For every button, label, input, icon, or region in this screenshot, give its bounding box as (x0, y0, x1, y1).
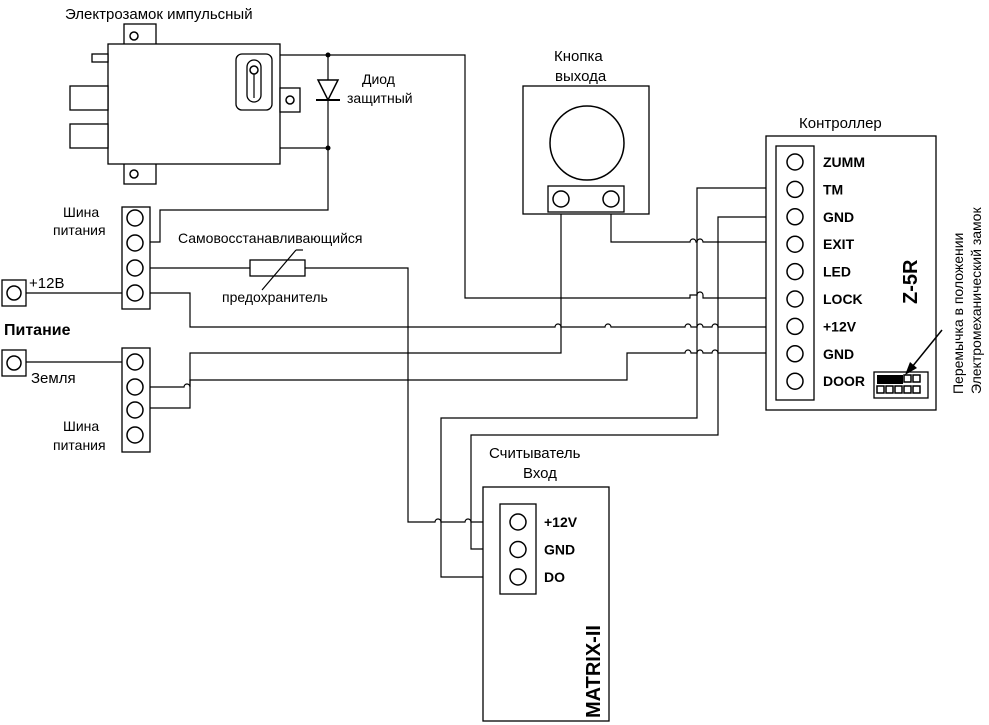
lock-side-tab-hole (285, 95, 295, 105)
bus-bottom-terminal-3 (126, 401, 144, 419)
bus-bottom-terminal-4 (126, 426, 144, 444)
bus-top-terminal-2 (126, 234, 144, 252)
bus-top-terminal-1 (126, 209, 144, 227)
diode-icon (316, 52, 340, 151)
exit-button-device (522, 85, 650, 215)
reader-pin-label-2: GND (544, 542, 575, 558)
reader-terminal-2 (509, 540, 527, 559)
wire-bus-bottom-to-controller-gnd (145, 349, 783, 409)
controller-pin-label-2: TM (823, 181, 843, 197)
power-bus-bottom (121, 347, 151, 453)
controller-pin-label-5: LED (823, 264, 851, 280)
wire-bus-bottom-to-exit-button (145, 203, 562, 388)
controller-terminal-1 (786, 153, 804, 171)
bus-bottom-terminal-2 (126, 378, 144, 396)
controller-pin-label-7: +12V (823, 318, 857, 334)
jumper-note-1: Перемычка в положении (950, 233, 966, 394)
diode-label-1: Диод (362, 71, 395, 87)
exit-button-terminal-right (602, 190, 620, 208)
reader-title-1: Считыватель (489, 445, 581, 462)
exit-button-terminal-left (552, 190, 570, 208)
lock-bolt-top (69, 85, 109, 111)
wires (24, 54, 783, 578)
controller-terminal-2 (786, 180, 804, 199)
exit-button-label-1: Кнопка (554, 48, 603, 65)
reader-terminal-3 (509, 568, 527, 586)
fuse-label-1: Самовосстанавливающийся (178, 230, 363, 246)
jumper-icon (873, 371, 929, 399)
lock-top-tab-hole (129, 31, 139, 41)
exit-button-label-2: выхода (555, 68, 607, 85)
supply-plus-label: +12В (29, 275, 64, 292)
controller-terminal-4 (786, 235, 804, 253)
controller-pin-label-9: DOOR (823, 373, 865, 389)
pointer-arrow-icon (905, 329, 943, 375)
reader-pins: +12V GND DO (509, 513, 578, 586)
controller-terminal-5 (786, 262, 804, 281)
controller-terminal-8 (786, 345, 804, 363)
reader-title-2: Вход (523, 465, 557, 482)
lock-pin (91, 53, 109, 63)
reader-terminal-1 (509, 513, 527, 531)
wire-controller-tm-to-reader-do (440, 187, 783, 578)
exit-button-cap (549, 105, 625, 181)
bus-bottom-label-2: питания (53, 437, 106, 453)
controller-pin-label-6: LOCK (823, 291, 863, 307)
lock-top-tab (123, 23, 157, 47)
controller-terminal-6 (786, 290, 804, 308)
wire-lock-to-controller-lock (280, 54, 783, 299)
power-supply (1, 279, 27, 377)
resettable-fuse-icon (249, 249, 306, 291)
bus-bottom-label-1: Шина (63, 418, 99, 434)
lock-bottom-tab (123, 161, 157, 185)
controller-pin-label-4: EXIT (823, 236, 855, 252)
bus-top-label-1: Шина (63, 204, 99, 220)
wire-controller-gnd-to-reader-gnd (470, 216, 783, 550)
controller-pin-label-1: ZUMM (823, 154, 865, 170)
key-cylinder-icon (246, 59, 262, 103)
lock-bolt-bottom (69, 123, 109, 149)
controller-pins: ZUMM TM GND EXIT LED LOCK +12V GND DOOR (786, 153, 865, 390)
reader-device: +12V GND DO (482, 486, 610, 722)
controller-terminal-9 (786, 372, 804, 390)
reader-pin-label-1: +12V (544, 514, 578, 530)
jumper-note-2: Электромеханический замок (968, 207, 984, 394)
fuse-label-2: предохранитель (222, 289, 328, 305)
wire-lock-to-bus-top (145, 147, 329, 243)
lock-title: Электрозамок импульсный (65, 6, 253, 23)
bus-top-label-2: питания (53, 222, 106, 238)
controller-pin-label-8: GND (823, 346, 854, 362)
controller-pin-label-3: GND (823, 209, 854, 225)
controller-device: ZUMM TM GND EXIT LED LOCK +12V GND DOOR (765, 135, 943, 411)
controller-terminal-7 (786, 317, 804, 336)
diode-label-2: защитный (347, 90, 413, 106)
supply-ground-label: Земля (31, 370, 76, 387)
bus-top-terminal-3 (126, 259, 144, 277)
reader-pin-label-3: DO (544, 569, 565, 585)
controller-terminal-3 (786, 208, 804, 226)
wire-exit-button-to-controller-exit (610, 203, 783, 243)
wire-bus-top-to-fuse (145, 267, 510, 523)
power-bus-top (121, 206, 151, 310)
bus-bottom-terminal-1 (126, 353, 144, 371)
controller-title: Контроллер (799, 115, 882, 132)
power-supply-title: Питание (4, 322, 71, 339)
bus-top-terminal-4 (126, 284, 144, 302)
controller-model: Z-5R (900, 259, 922, 304)
electro-lock (69, 23, 301, 185)
reader-model: MATRIX-II (583, 625, 605, 718)
wire-bus-top-to-controller-12v (145, 292, 783, 328)
lock-bottom-tab-hole (129, 169, 139, 179)
